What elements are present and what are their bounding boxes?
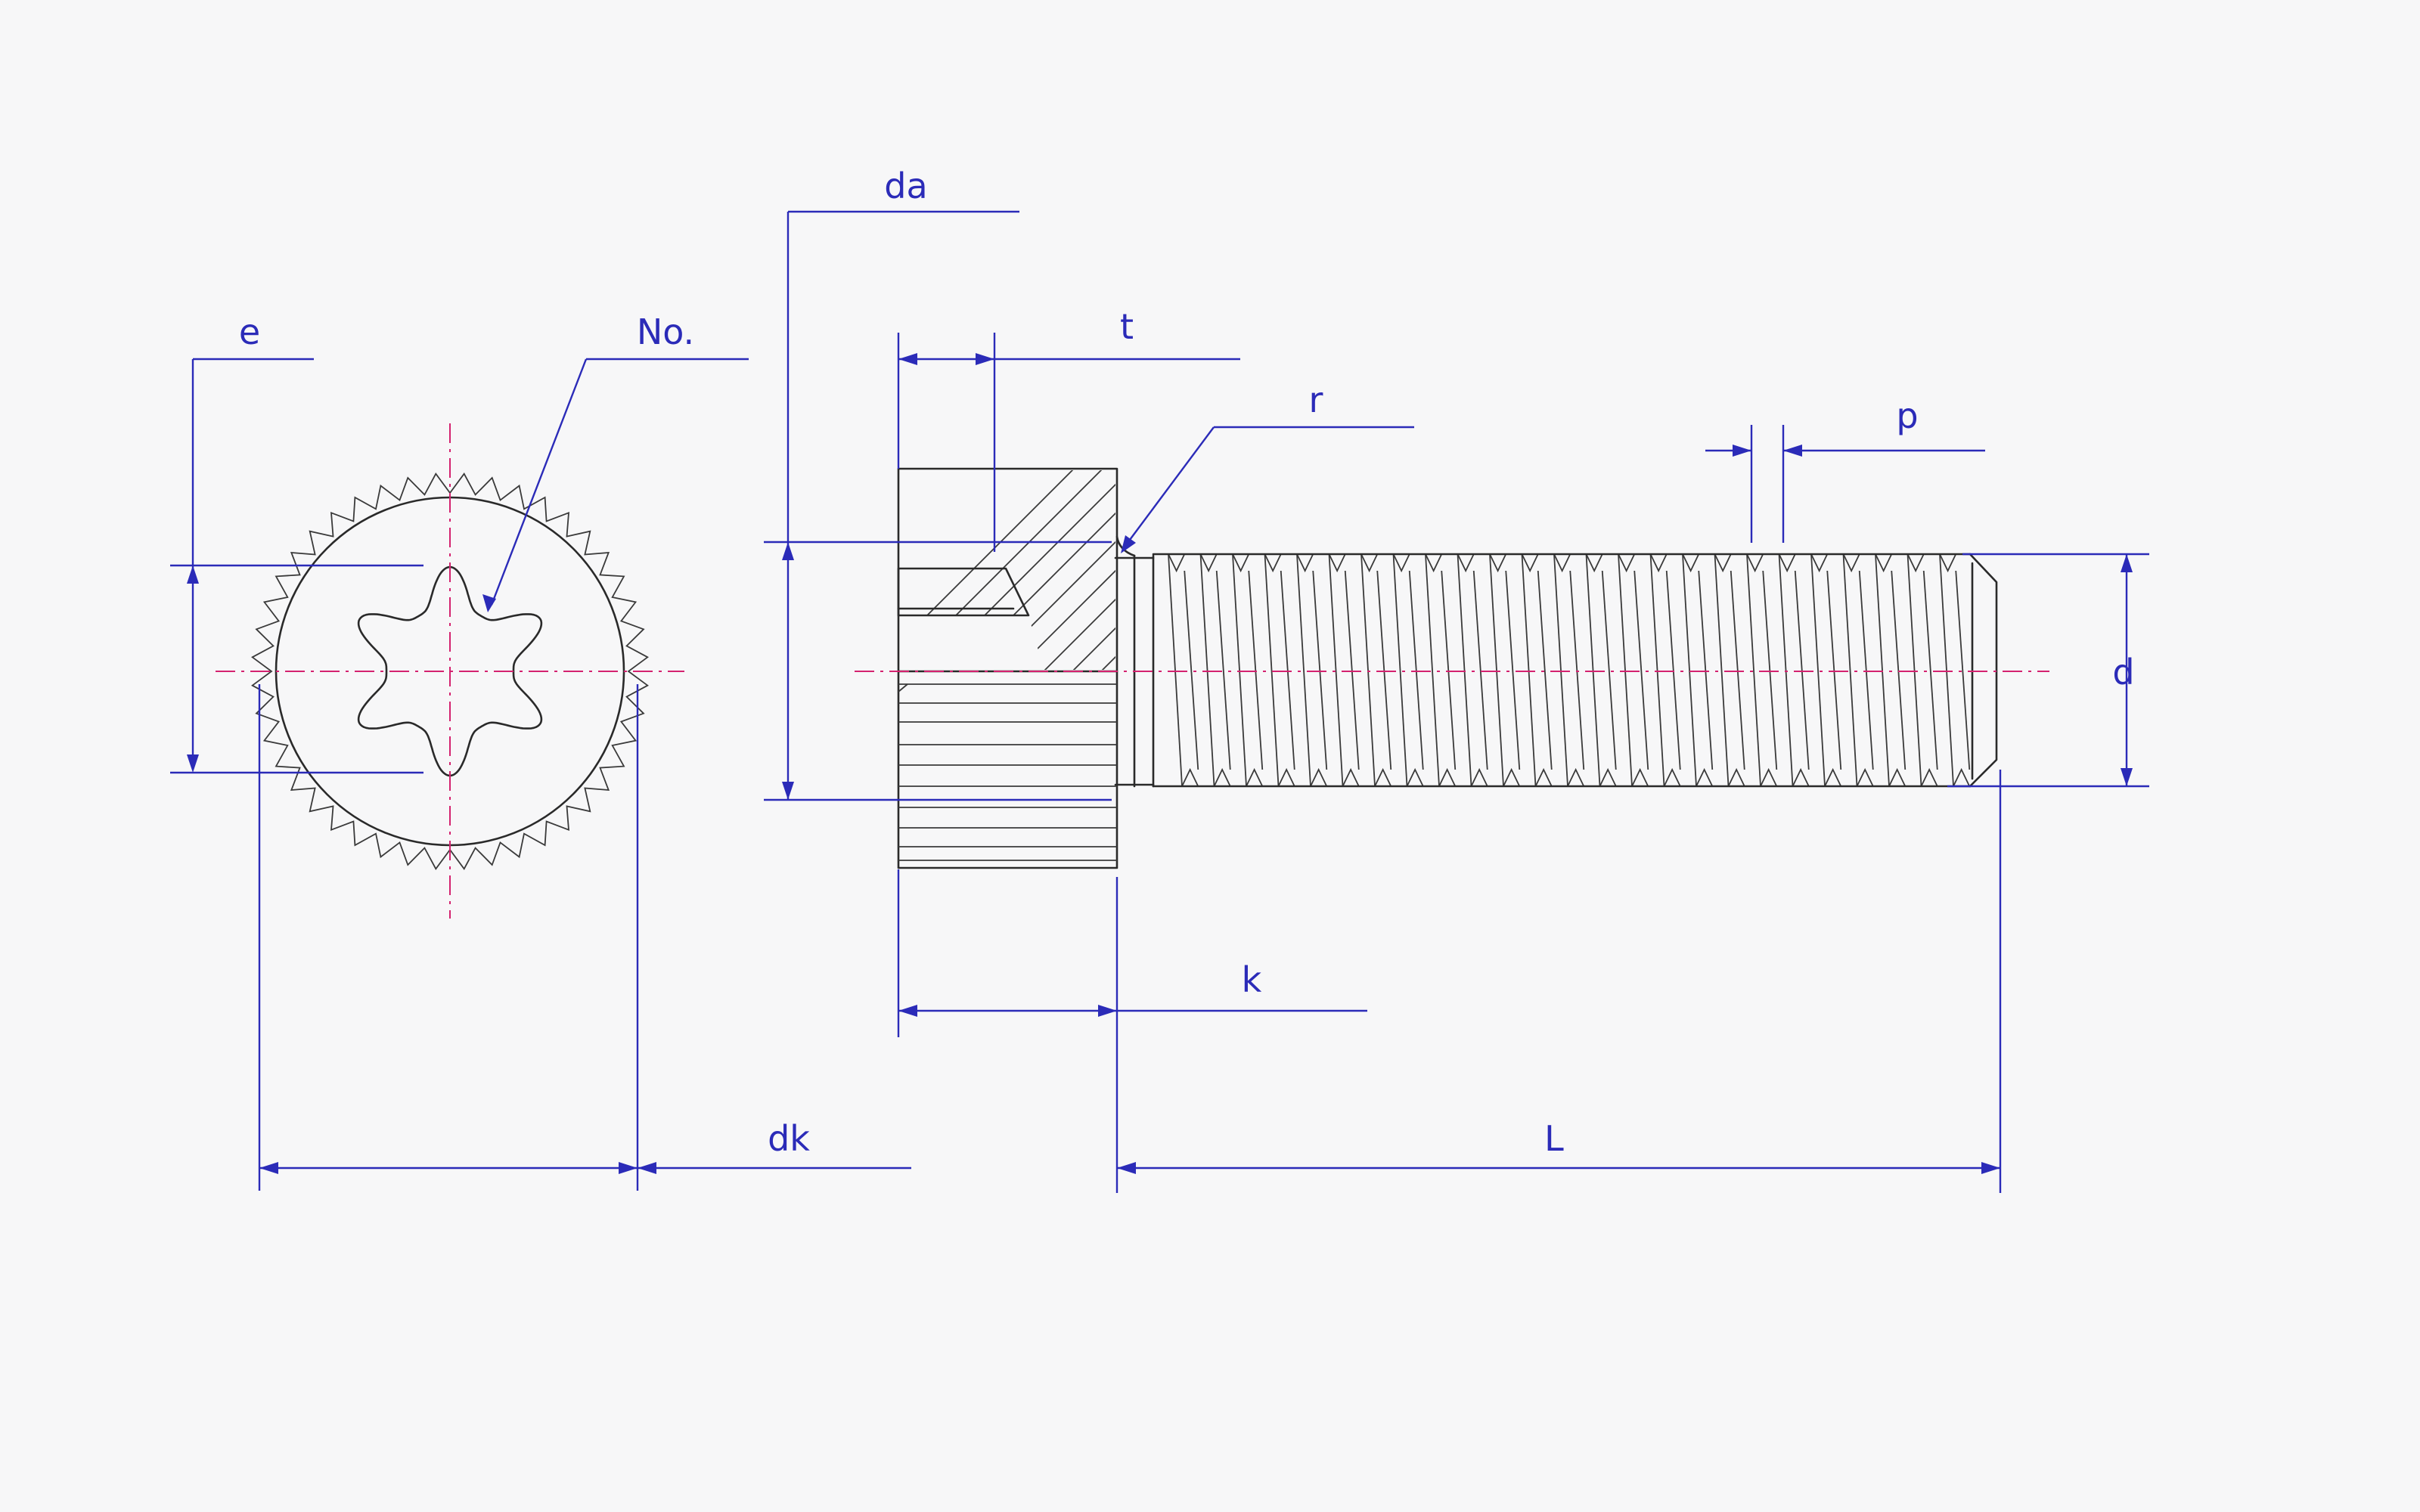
- end-view: [216, 423, 684, 919]
- label-da: da: [884, 166, 927, 206]
- dimension-k: k: [897, 869, 1367, 1193]
- dimension-p: p: [1705, 395, 1985, 543]
- dimension-e: e: [170, 311, 424, 774]
- label-t: t: [1120, 306, 1134, 347]
- dimension-no: No.: [482, 311, 749, 612]
- label-dk: dk: [768, 1118, 810, 1159]
- dimension-da: da: [764, 166, 1112, 801]
- dimension-L: L: [1117, 770, 2002, 1193]
- section-hatching: [900, 470, 1115, 670]
- dimension-r: r: [1121, 380, 1414, 553]
- knurl-teeth: [251, 472, 649, 870]
- label-L: L: [1544, 1118, 1564, 1159]
- dimensions: e No. dk da: [170, 166, 2149, 1193]
- label-e: e: [239, 311, 260, 352]
- label-p: p: [1896, 395, 1918, 436]
- dimension-t: t: [897, 306, 1240, 552]
- label-k: k: [1242, 959, 1262, 1000]
- head-outline: [897, 467, 1118, 869]
- recess-cavity: [897, 567, 1030, 617]
- side-view: [855, 467, 2049, 869]
- thread-flanks: [1168, 553, 1971, 787]
- torx-recess-icon: [357, 565, 543, 777]
- knurled-rim: [251, 472, 649, 870]
- dimension-dk: dk: [258, 684, 911, 1191]
- label-r: r: [1309, 380, 1323, 420]
- label-no: No.: [637, 311, 694, 352]
- head-knurl-lines: [898, 683, 1117, 861]
- dimension-d: d: [1947, 553, 2149, 788]
- label-d: d: [2112, 652, 2134, 692]
